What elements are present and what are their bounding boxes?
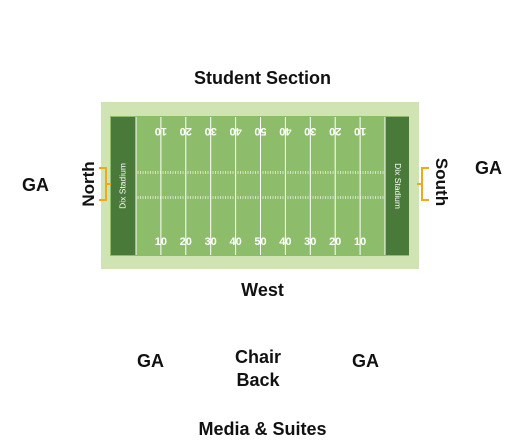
yard-number-bottom: 30	[304, 236, 316, 248]
yard-number-bottom: 30	[205, 236, 217, 248]
yard-number-top: 30	[304, 125, 316, 137]
south-section-label[interactable]: South	[431, 157, 451, 207]
yard-number-bottom: 10	[354, 236, 366, 248]
yard-number-top: 20	[180, 125, 192, 137]
yard-number-top: 30	[205, 125, 217, 137]
north-section-label[interactable]: North	[79, 161, 99, 207]
yard-number-top: 10	[354, 125, 366, 137]
ga-east-left-label[interactable]: GA	[137, 351, 164, 371]
ga-north-label[interactable]: GA	[22, 175, 49, 195]
yard-number-top: 50	[254, 125, 266, 137]
yard-number-bottom: 50	[254, 236, 266, 248]
endzone-south-label: Dix Stadium	[393, 163, 403, 209]
west-section-label[interactable]: West	[241, 280, 284, 300]
endzone-north-label: Dix Stadium	[117, 163, 127, 209]
media-suites-label[interactable]: Media & Suites	[198, 419, 327, 439]
north-gate-marker	[99, 167, 111, 201]
chair-back-section-label[interactable]: Chair Back	[234, 347, 281, 390]
yard-numbers-top: 10 20 30 40 50 40 30 20 10	[155, 125, 366, 137]
student-section-label[interactable]: Student Section	[193, 68, 331, 88]
ga-south-label[interactable]: GA	[475, 158, 502, 178]
yard-number-top: 10	[155, 125, 167, 137]
yard-lines	[135, 117, 386, 255]
hash-marks	[137, 171, 384, 199]
yard-numbers-bottom: 10 20 30 40 50 40 30 20 10	[155, 236, 366, 248]
yard-number-bottom: 10	[155, 236, 167, 248]
yard-number-top: 40	[279, 125, 291, 137]
ga-east-right-label[interactable]: GA	[352, 351, 379, 371]
yard-number-top: 20	[329, 125, 341, 137]
south-gate-marker	[417, 167, 429, 201]
endzone-north[interactable]	[111, 117, 136, 255]
yard-number-top: 40	[229, 125, 241, 137]
playing-field[interactable]	[110, 116, 409, 256]
yard-number-bottom: 20	[180, 236, 192, 248]
yard-number-bottom: 20	[329, 236, 341, 248]
yard-number-bottom: 40	[229, 236, 241, 248]
yard-number-bottom: 40	[279, 236, 291, 248]
endzone-south[interactable]	[385, 117, 409, 255]
